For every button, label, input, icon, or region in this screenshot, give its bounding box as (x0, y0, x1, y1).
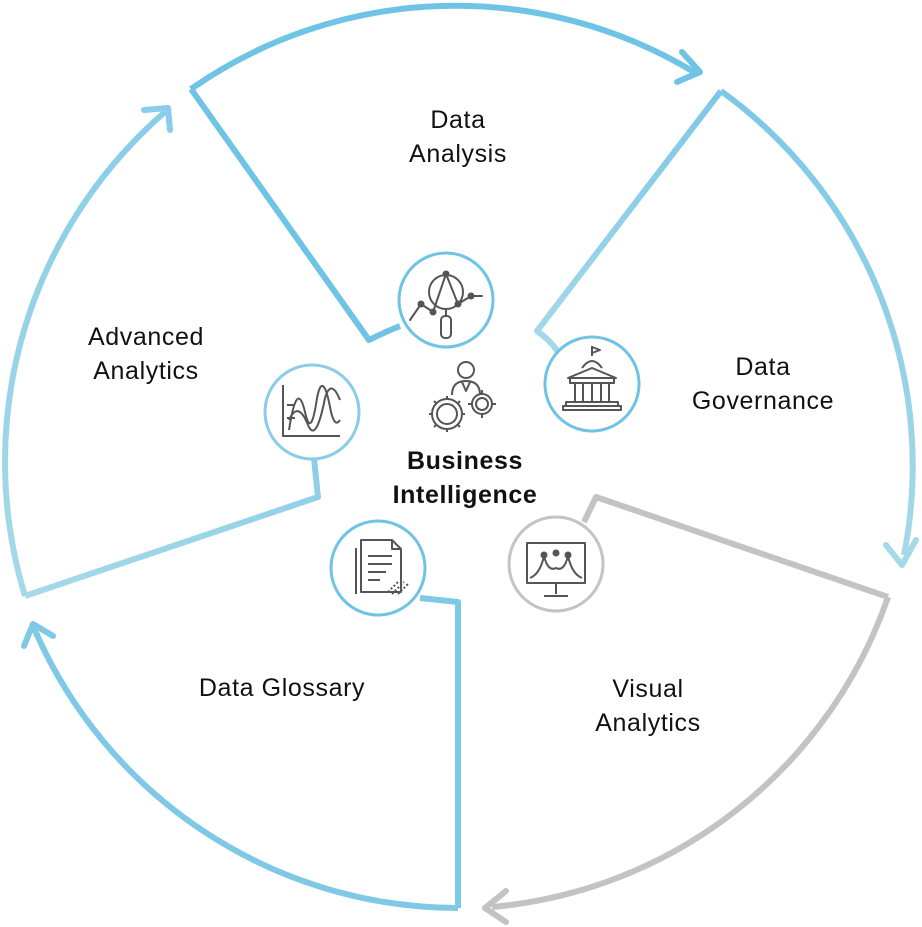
icon-circle-data-governance (543, 335, 641, 433)
icon-circle-visual-analytics (507, 515, 605, 613)
label-data-analysis-line2: Analysis (409, 140, 507, 168)
arrow-head-data-analysis (674, 49, 703, 85)
label-data-glossary: Data Glossary (164, 671, 400, 705)
label-business-intelligence: Business Intelligence (370, 444, 560, 512)
monitor-chart-icon (526, 542, 586, 597)
segment-data-governance (534, 88, 916, 556)
icon-circle-data-analysis (397, 251, 495, 349)
businessman-gears-icon (429, 361, 496, 432)
arrow-head-advanced-analytics (141, 105, 173, 133)
label-data-governance: Data Governance (660, 350, 866, 418)
label-business-intelligence-line2: Intelligence (392, 481, 538, 509)
label-visual-analytics-line1: Visual (612, 675, 684, 703)
label-advanced-analytics: Advanced Analytics (56, 320, 236, 388)
government-building-icon (562, 346, 622, 411)
segment-advanced-analytics (2, 109, 321, 599)
label-data-governance-line1: Data (735, 353, 791, 381)
segment-visual-analytics (491, 494, 891, 910)
segment-data-analysis (188, 2, 696, 343)
label-data-glossary-line1: Data Glossary (198, 674, 366, 702)
label-visual-analytics: Visual Analytics (568, 672, 728, 740)
label-data-governance-line2: Governance (691, 387, 835, 415)
waveform-chart-icon (282, 384, 341, 437)
label-data-analysis: Data Analysis (380, 103, 536, 171)
label-visual-analytics-line2: Analytics (595, 709, 701, 737)
document-icon (355, 539, 409, 595)
segment-data-glossary (31, 595, 461, 911)
magnifier-chart-icon (409, 270, 483, 339)
label-advanced-analytics-line2: Analytics (93, 357, 199, 385)
icon-circle-data-glossary (329, 519, 427, 617)
icon-circle-advanced-analytics (263, 363, 361, 461)
arrow-head-visual-analytics (482, 888, 509, 925)
arrow-head-data-governance (883, 537, 919, 568)
arrow-head-data-glossary (21, 621, 56, 649)
label-business-intelligence-line1: Business (407, 447, 523, 475)
label-data-analysis-line1: Data (430, 106, 486, 134)
label-advanced-analytics-line1: Advanced (88, 323, 204, 351)
